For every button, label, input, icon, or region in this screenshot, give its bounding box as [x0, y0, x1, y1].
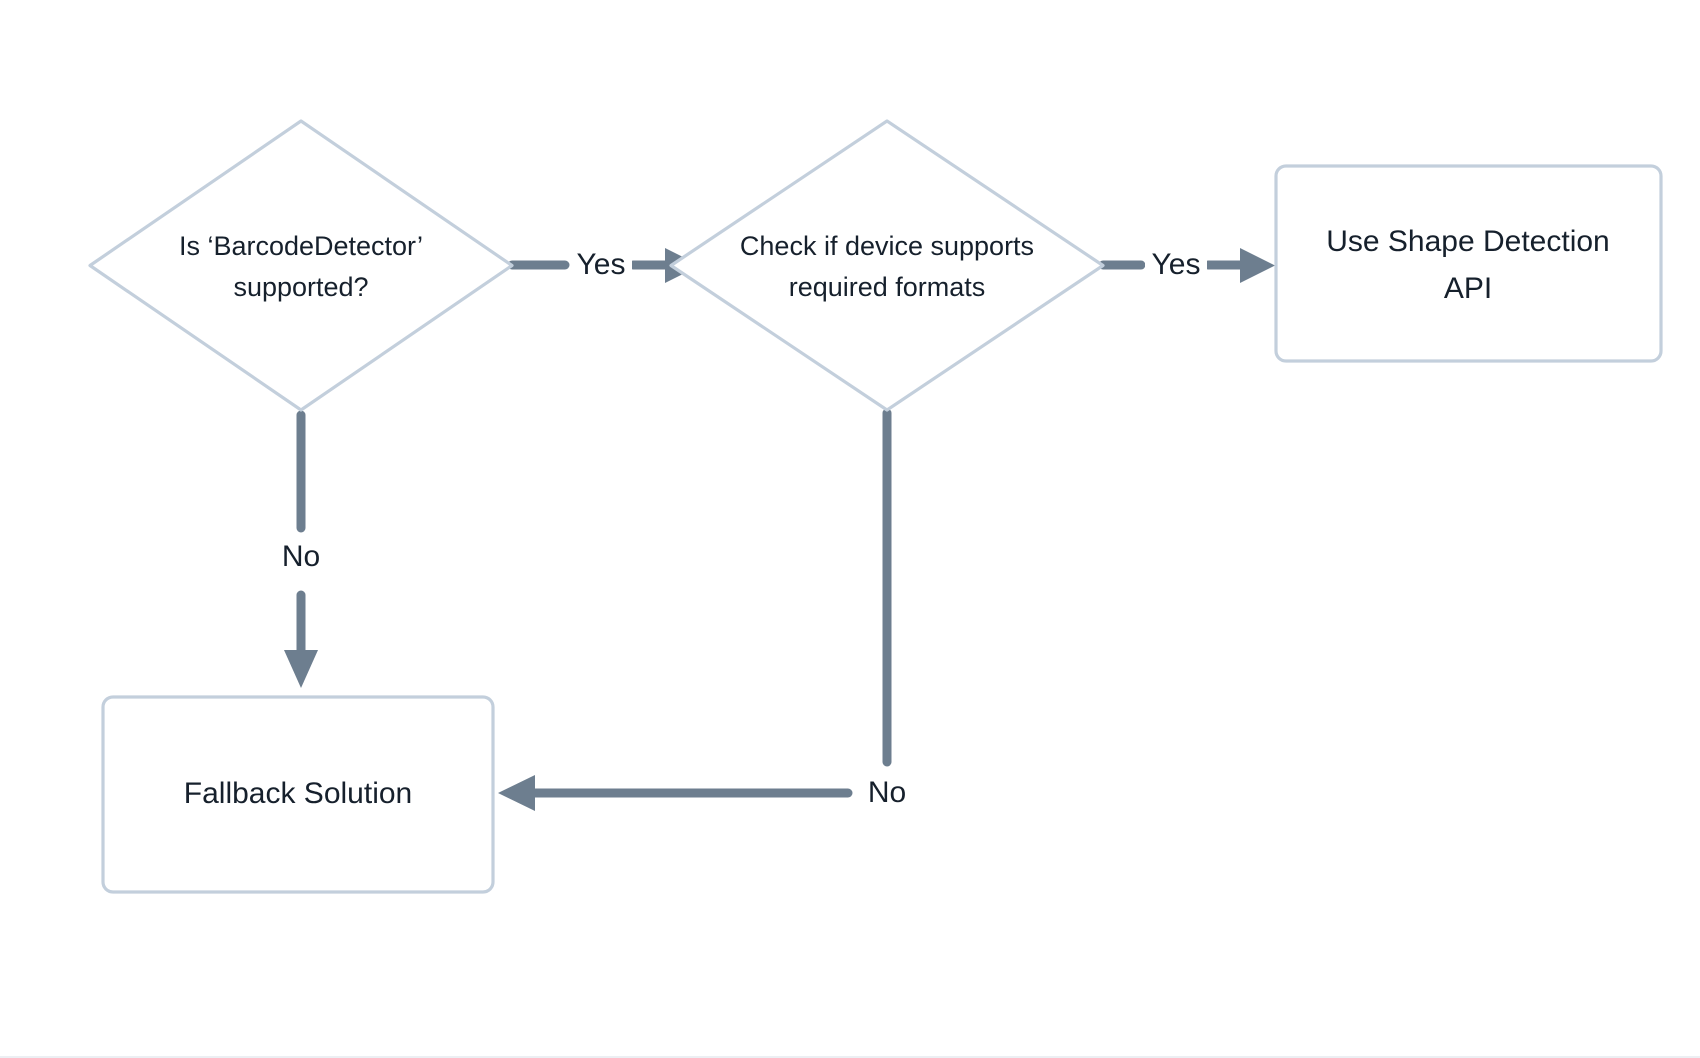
rectangle-shape [101, 695, 495, 894]
edge-label-yes-api: Yes [1152, 248, 1201, 281]
node-label-line-1: Check if device supports [740, 231, 1034, 261]
diamond-shape [669, 119, 1105, 412]
arrowhead-icon [284, 650, 318, 688]
edge-label-backdrop [856, 770, 920, 816]
edge-label-backdrop [570, 243, 632, 287]
arrowhead-icon [498, 775, 535, 811]
edge-label-backdrop [1145, 243, 1207, 287]
rectangle-shape [1274, 164, 1663, 363]
node-label-line-1: Use Shape Detection [1326, 225, 1610, 258]
node-label-line-1: Fallback Solution [184, 777, 412, 810]
node-barcode-detector-check[interactable]: Is ‘BarcodeDetector’ supported? [88, 119, 514, 412]
node-device-formats-check[interactable]: Check if device supports required format… [669, 119, 1105, 412]
edge-formats-no-to-fallback: No [498, 402, 920, 816]
edge-label-no-fallback: No [282, 540, 320, 573]
edge-formats-yes-to-api: Yes [1098, 243, 1275, 287]
node-use-shape-detection-api[interactable]: Use Shape Detection API [1274, 164, 1663, 363]
diamond-shape [88, 119, 514, 412]
edge-label-yes-formats: Yes [577, 248, 626, 281]
node-label-line-2: supported? [233, 272, 368, 302]
edge-label-no-fallback-secondary: No [868, 776, 906, 809]
node-label-line-1: Is ‘BarcodeDetector’ [179, 231, 423, 261]
edge-barcode-no-to-fallback: No [270, 410, 332, 688]
node-label-line-2: API [1444, 272, 1492, 305]
node-label-line-2: required formats [789, 272, 986, 302]
edge-label-backdrop [270, 535, 332, 581]
node-fallback-solution[interactable]: Fallback Solution [101, 695, 495, 894]
arrowhead-icon [1240, 248, 1275, 283]
